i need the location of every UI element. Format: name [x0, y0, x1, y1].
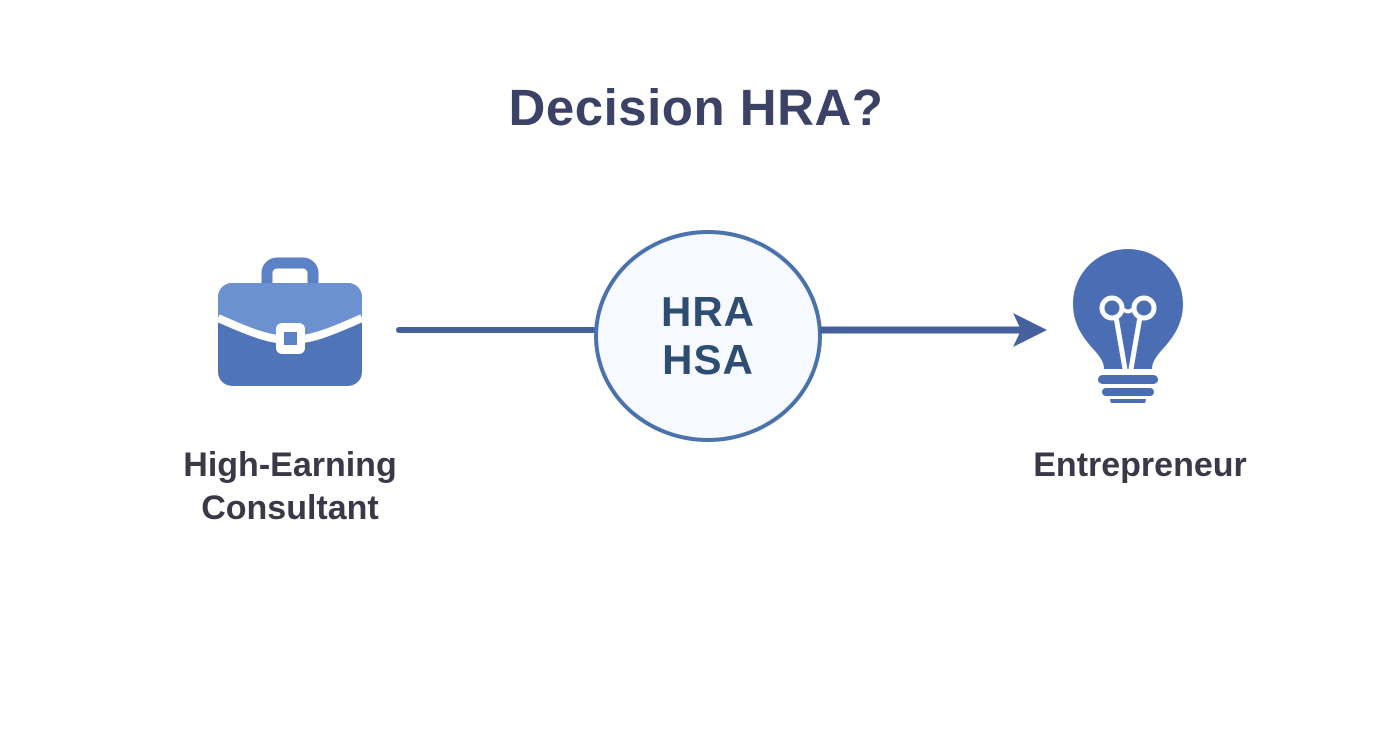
node-consultant — [218, 256, 362, 388]
page-title: Decision HRA? — [508, 79, 884, 136]
arrow-right-icon — [820, 308, 1048, 352]
entrepreneur-label: Entrepreneur — [1033, 446, 1247, 484]
hra-hsa-circle: HRA HSA — [594, 230, 822, 442]
connector-line-left — [396, 327, 596, 333]
lightbulb-icon — [1072, 245, 1184, 403]
circle-text-hsa: HSA — [662, 336, 754, 383]
circle-text-hra: HRA — [661, 288, 755, 335]
consultant-label: High-Earning Consultant — [183, 446, 397, 527]
briefcase-icon — [218, 256, 362, 388]
node-entrepreneur — [1072, 245, 1184, 403]
